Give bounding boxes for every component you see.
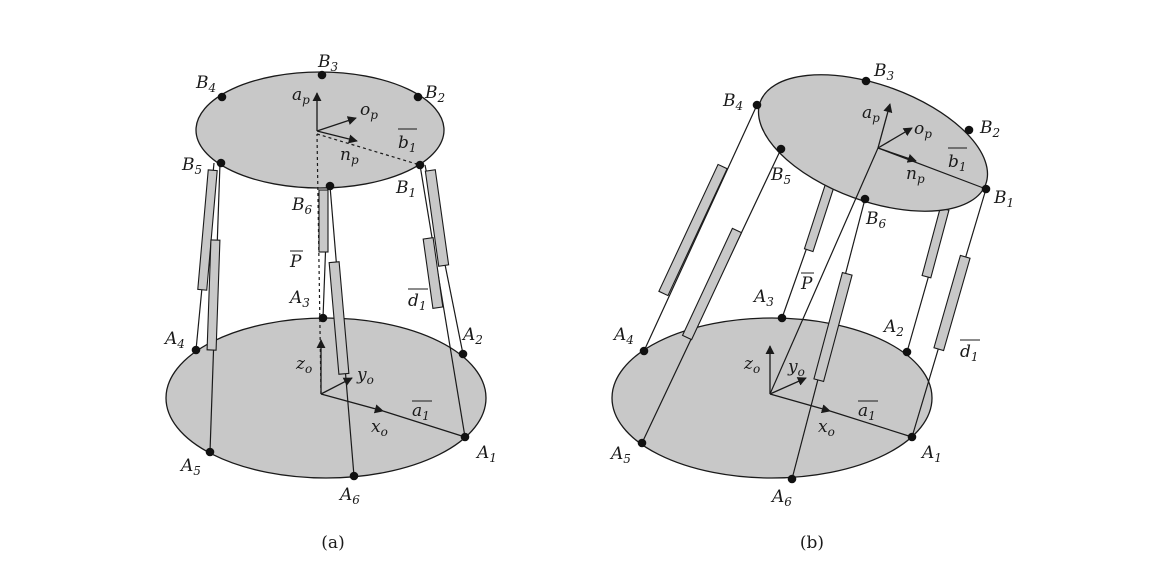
label-a4-b: A4 xyxy=(612,325,634,347)
label-b5: B5 xyxy=(181,155,202,177)
label-b1: B1 xyxy=(395,178,416,200)
caption-a: (a) xyxy=(321,533,344,553)
label-op: op xyxy=(360,100,378,122)
label-b6-b: B6 xyxy=(865,209,887,231)
label-b1-vector-b: b1 xyxy=(948,152,967,174)
label-b4-b: B4 xyxy=(722,91,743,113)
label-p-vector: P xyxy=(289,252,302,272)
label-xo-b: xo xyxy=(818,417,835,439)
label-ap-b: ap xyxy=(862,103,880,125)
label-a5-b: A5 xyxy=(609,444,631,466)
label-b6: B6 xyxy=(291,195,313,217)
joints-b xyxy=(637,76,991,484)
label-a6: A6 xyxy=(338,485,360,507)
label-xo: xo xyxy=(371,417,388,439)
leg-a5-b5-b xyxy=(641,148,782,444)
label-zo: zo xyxy=(295,354,312,376)
label-p-vector-b: P xyxy=(800,274,813,294)
leg-a1-b1 xyxy=(419,164,466,438)
label-a2-b: A2 xyxy=(882,317,904,339)
label-b1-b: B1 xyxy=(993,188,1014,210)
label-b1-vector: b1 xyxy=(398,133,417,155)
joints-a xyxy=(191,70,470,481)
label-a5: A5 xyxy=(179,456,201,478)
label-op-b: op xyxy=(914,119,932,141)
label-a4: A4 xyxy=(163,329,185,351)
label-b4: B4 xyxy=(195,73,216,95)
leg-a6-b6 xyxy=(328,185,355,477)
leg-a3-b6 xyxy=(318,185,329,319)
label-b5-b: B5 xyxy=(770,165,791,187)
label-d1-vector-b: d1 xyxy=(960,342,979,364)
label-a1-vector-b: a1 xyxy=(858,401,876,423)
label-a1: A1 xyxy=(475,443,497,465)
label-a2: A2 xyxy=(461,325,483,347)
caption-b: (b) xyxy=(800,533,824,553)
panel-b: B3 B2 B4 B5 B1 B6 A3 A4 A2 A5 A6 A1 ap o… xyxy=(609,61,1014,553)
label-b3-b: B3 xyxy=(873,61,895,83)
label-a1-b: A1 xyxy=(920,443,942,465)
label-np-b: np xyxy=(906,164,925,186)
label-b2: B2 xyxy=(424,83,445,105)
label-np: np xyxy=(340,145,359,167)
leg-a5-b5 xyxy=(206,162,221,453)
label-yo: yo xyxy=(356,365,374,387)
label-ap: ap xyxy=(292,85,310,107)
label-zo-b: zo xyxy=(743,354,760,376)
label-d1-vector: d1 xyxy=(408,291,427,313)
label-a3-b: A3 xyxy=(752,287,774,309)
label-b3: B3 xyxy=(317,52,339,74)
label-a3: A3 xyxy=(288,288,310,310)
leg-a2-b1 xyxy=(424,164,464,355)
panel-a: B3 B2 B4 B5 B1 B6 A3 A4 A2 A5 A6 A1 ap o… xyxy=(163,52,497,553)
leg-a6-b6-b xyxy=(791,198,866,480)
leg-a3-b6-b xyxy=(781,181,836,319)
leg-a1-b1-b xyxy=(911,188,987,438)
moving-platform-b xyxy=(757,74,989,212)
label-yo-b: yo xyxy=(787,357,805,379)
leg-a4-b4-b xyxy=(643,104,758,352)
base-plate-b xyxy=(611,317,933,479)
label-b2-b: B2 xyxy=(979,118,1000,140)
label-a1-vector: a1 xyxy=(412,401,430,423)
leg-a4-b5 xyxy=(195,162,218,351)
label-a6-b: A6 xyxy=(770,487,792,509)
